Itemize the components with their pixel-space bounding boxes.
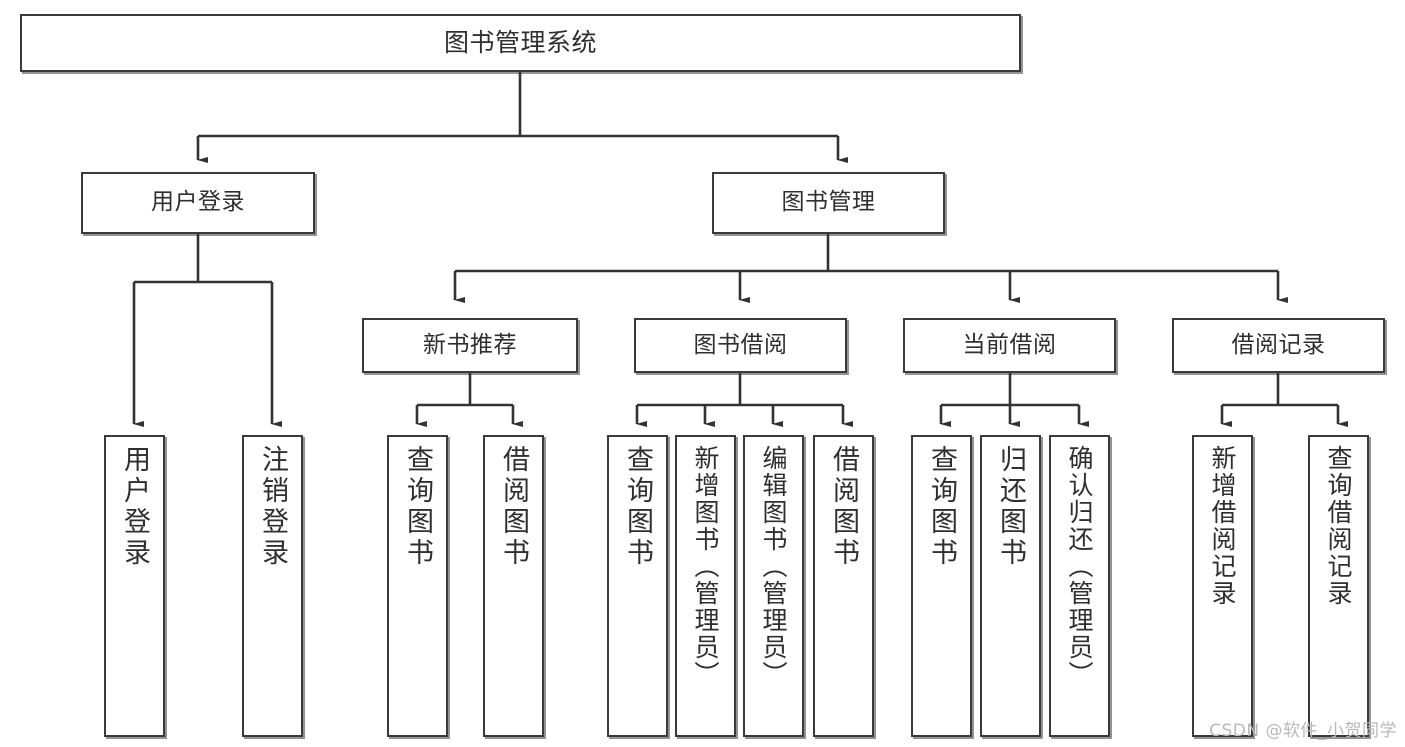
node-label: 用户登录 [151,189,245,216]
leaf-book-borrow-edit[interactable]: 编辑图书（管理员） [743,435,804,737]
node-label: 图书借阅 [693,331,788,358]
node-label: 借阅记录 [1231,331,1326,358]
leaf-current-borrow-return[interactable]: 归还图书 [980,435,1041,737]
node-book-borrow[interactable]: 图书借阅 [634,318,847,373]
node-label: 图书管理系统 [443,28,597,57]
node-label: 查询图书 [402,445,433,569]
node-root-system[interactable]: 图书管理系统 [20,14,1021,72]
leaf-borrow-record-query[interactable]: 查询借阅记录 [1308,435,1369,737]
node-label: 编辑图书（管理员） [759,445,788,688]
leaf-current-borrow-confirm[interactable]: 确认归还（管理员） [1049,435,1110,737]
node-label: 查询借阅记录 [1324,445,1353,607]
node-user-login[interactable]: 用户登录 [81,172,315,234]
leaf-new-book-borrow[interactable]: 借阅图书 [483,435,544,737]
node-label: 新增借阅记录 [1208,445,1237,607]
node-label: 用户登录 [119,445,150,569]
node-new-book-recommend[interactable]: 新书推荐 [362,318,578,373]
leaf-new-book-query[interactable]: 查询图书 [387,435,448,737]
node-label: 查询图书 [622,445,653,569]
leaf-book-borrow-add[interactable]: 新增图书（管理员） [675,435,736,737]
node-label: 查询图书 [926,445,957,569]
node-label: 借阅图书 [498,445,529,569]
node-label: 注销登录 [257,445,288,569]
leaf-current-borrow-query[interactable]: 查询图书 [911,435,972,737]
node-label: 当前借阅 [962,331,1057,358]
leaf-borrow-record-add[interactable]: 新增借阅记录 [1192,435,1253,737]
csdn-watermark: CSDN @软件_小贺同学 [1209,721,1397,741]
node-label: 归还图书 [995,445,1026,569]
leaf-book-borrow-borrow[interactable]: 借阅图书 [813,435,874,737]
node-borrow-record[interactable]: 借阅记录 [1172,318,1385,373]
node-label: 新增图书（管理员） [691,445,720,688]
node-label: 确认归还（管理员） [1065,445,1094,688]
leaf-user-login-login[interactable]: 用户登录 [104,435,165,737]
node-label: 借阅图书 [828,445,859,569]
leaf-book-borrow-query[interactable]: 查询图书 [607,435,668,737]
node-book-management[interactable]: 图书管理 [712,172,945,234]
node-current-borrow[interactable]: 当前借阅 [903,318,1116,373]
leaf-user-login-logout[interactable]: 注销登录 [242,435,303,737]
node-label: 图书管理 [781,189,876,216]
node-label: 新书推荐 [423,331,517,358]
